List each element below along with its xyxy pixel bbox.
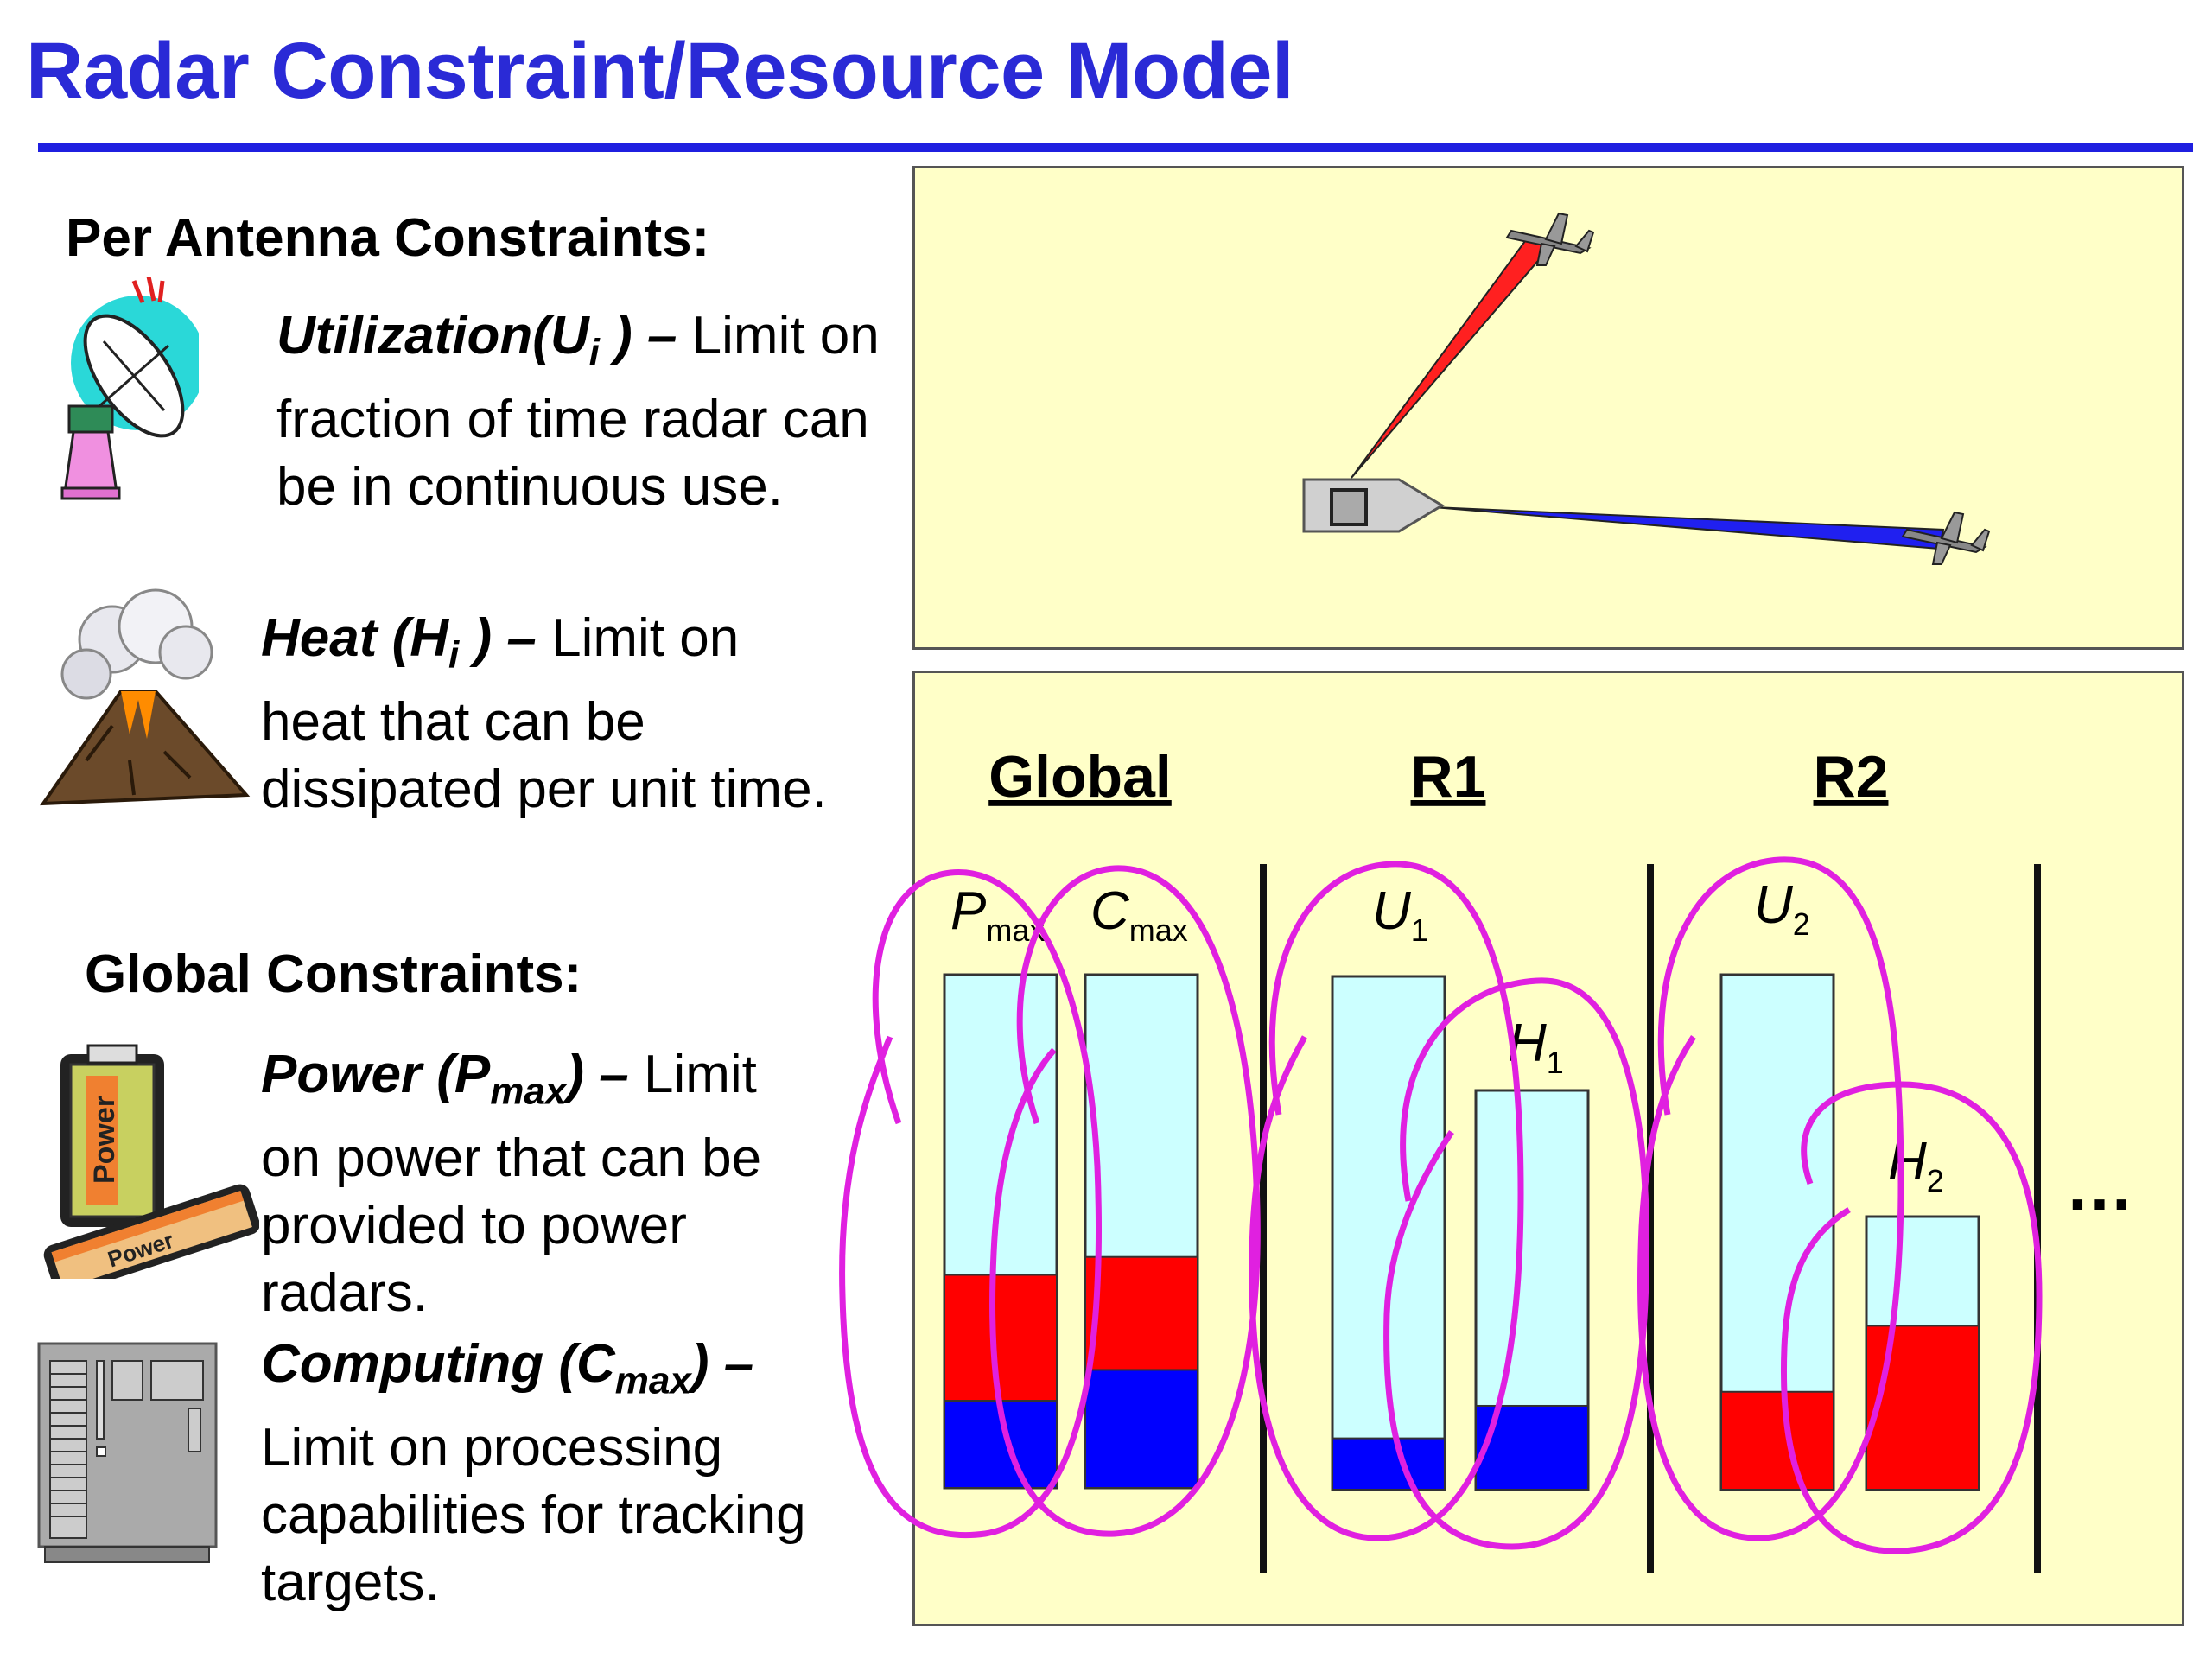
computing-sub: max — [614, 1359, 691, 1402]
computing-constraint: Computing (Cmax) – Limit on processing c… — [261, 1331, 806, 1617]
loop-u1 — [1249, 861, 1524, 1541]
utilization-term: Utilization(U — [276, 306, 589, 365]
selection-loops — [839, 856, 2043, 1554]
computing-desc-3: targets. — [261, 1553, 440, 1613]
global-constraints-heading: Global Constraints: — [85, 944, 582, 1004]
title-underline — [38, 143, 2193, 152]
radar-scene-panel — [912, 166, 2184, 650]
bar-h1-blue — [1475, 1404, 1589, 1491]
bar-pmax-red — [944, 1274, 1058, 1402]
group-label-r1: R1 — [1411, 744, 1486, 810]
page-title: Radar Constraint/Resource Model — [26, 27, 1294, 115]
bar-label-u2: U2 — [1754, 875, 1810, 942]
utilization-term-end: ) – — [599, 306, 677, 365]
computing-term-end: ) – — [690, 1334, 754, 1394]
computing-desc-1: Limit on processing — [261, 1418, 723, 1478]
loop-cmax — [989, 865, 1261, 1537]
power-desc-3: provided to power — [261, 1196, 687, 1256]
bar-u1-blue — [1332, 1437, 1446, 1491]
power-term: Power (P — [261, 1045, 491, 1104]
bar-label-sub-u1: 1 — [1411, 912, 1428, 948]
radar-dish-icon — [52, 276, 206, 505]
volcano-icon — [35, 588, 251, 817]
bar-label-sub-u2: 2 — [1793, 906, 1810, 942]
group-label-global: Global — [988, 744, 1172, 810]
power-sub: max — [490, 1070, 567, 1113]
utilization-desc-1: Limit on — [677, 306, 880, 365]
bar-label-sub-h2: 2 — [1927, 1163, 1944, 1198]
radar-scene — [1302, 212, 1991, 565]
power-desc-1: Limit — [628, 1045, 757, 1104]
loop-h1 — [1383, 977, 1649, 1550]
bar-cmax-red — [1084, 1255, 1198, 1371]
power-constraint: Power (Pmax) – Limit on power that can b… — [261, 1041, 761, 1327]
bar-cmax-blue — [1084, 1369, 1198, 1489]
bar-h2-red — [1866, 1325, 1980, 1491]
heat-desc-2: heat that can be — [261, 692, 645, 753]
loop-u2 — [1637, 856, 1904, 1541]
utilization-desc-3: be in continuous use. — [276, 457, 783, 518]
ellipsis: … — [2065, 1147, 2134, 1224]
power-desc-2: on power that can be — [261, 1128, 762, 1189]
loop-pmax — [839, 869, 1102, 1538]
computing-desc-2: capabilities for tracking — [261, 1485, 806, 1546]
ship-radar-mount — [1330, 488, 1368, 526]
power-term-end: ) – — [566, 1045, 629, 1104]
heat-desc-3: dissipated per unit time. — [261, 760, 827, 820]
utilization-desc-2: fraction of time radar can — [276, 390, 869, 450]
loop-h2 — [1781, 1081, 2043, 1554]
bar-label-u1: U1 — [1372, 881, 1428, 948]
heat-term: Heat (H — [261, 608, 449, 668]
aircraft-icon-top — [1505, 212, 1595, 266]
heat-desc-1: Limit on — [536, 608, 740, 668]
computer-icon — [35, 1339, 225, 1568]
bar-label-sub-h1: 1 — [1547, 1045, 1564, 1080]
group-label-r2: R2 — [1814, 744, 1889, 810]
per-antenna-heading: Per Antenna Constraints: — [66, 208, 710, 268]
utilization-constraint: Utilization(Ui ) – Limit on fraction of … — [276, 302, 880, 521]
heat-sub: i — [448, 633, 460, 677]
utilization-sub: i — [588, 331, 600, 374]
aircraft-icon-right — [1901, 511, 1991, 565]
bar-label-cmax: Cmax — [1090, 881, 1188, 948]
power-desc-4: radars. — [261, 1263, 428, 1324]
battery-icon: Power Power — [35, 1037, 260, 1295]
bar-label-sub-cmax: max — [1129, 912, 1188, 948]
heat-term-end: ) – — [459, 608, 537, 668]
computing-term: Computing (C — [261, 1334, 615, 1394]
heat-constraint: Heat (Hi ) – Limit on heat that can be d… — [261, 605, 827, 823]
bar-u2-red — [1720, 1390, 1834, 1491]
battery-big-label: Power — [88, 1096, 121, 1184]
bar-label-h2: H2 — [1888, 1132, 1944, 1198]
